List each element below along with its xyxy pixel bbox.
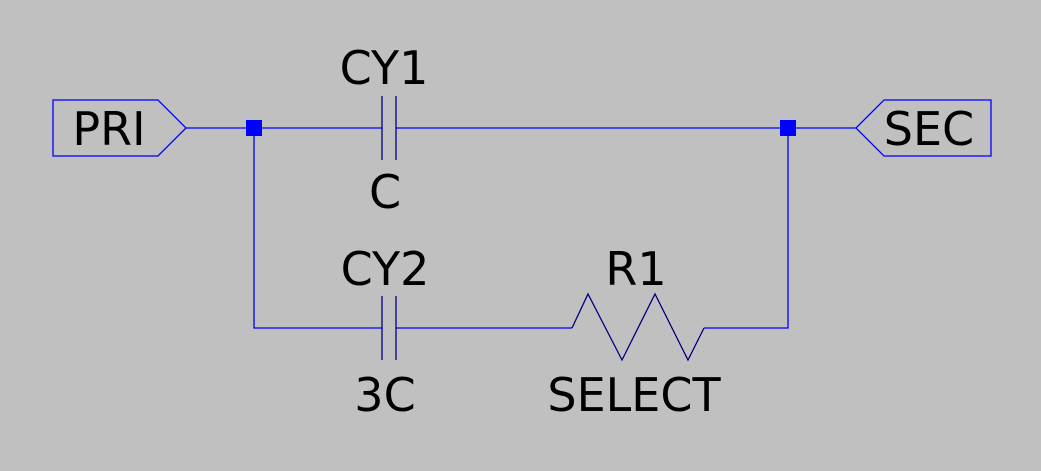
wire-r1-to-right-junction — [704, 128, 789, 329]
resistor-r1-symbol[interactable] — [571, 292, 705, 362]
cy1-designator: CY1 — [340, 41, 429, 95]
capacitor-cy1-symbol[interactable] — [381, 96, 397, 160]
port-pri-label: PRI — [72, 102, 145, 156]
cy2-designator: CY2 — [341, 242, 430, 296]
junction-right — [780, 120, 796, 136]
capacitor-cy2-symbol[interactable] — [381, 296, 397, 360]
port-pri-shape[interactable] — [52, 99, 187, 157]
port-sec-label: SEC — [884, 102, 974, 156]
r1-value: SELECT — [547, 368, 721, 422]
cy2-value: 3C — [354, 368, 415, 422]
r1-designator: R1 — [605, 242, 666, 296]
wire-left-branch — [253, 128, 382, 329]
cy1-value: C — [369, 165, 401, 219]
port-sec-shape[interactable] — [855, 99, 992, 157]
junction-left — [246, 120, 262, 136]
